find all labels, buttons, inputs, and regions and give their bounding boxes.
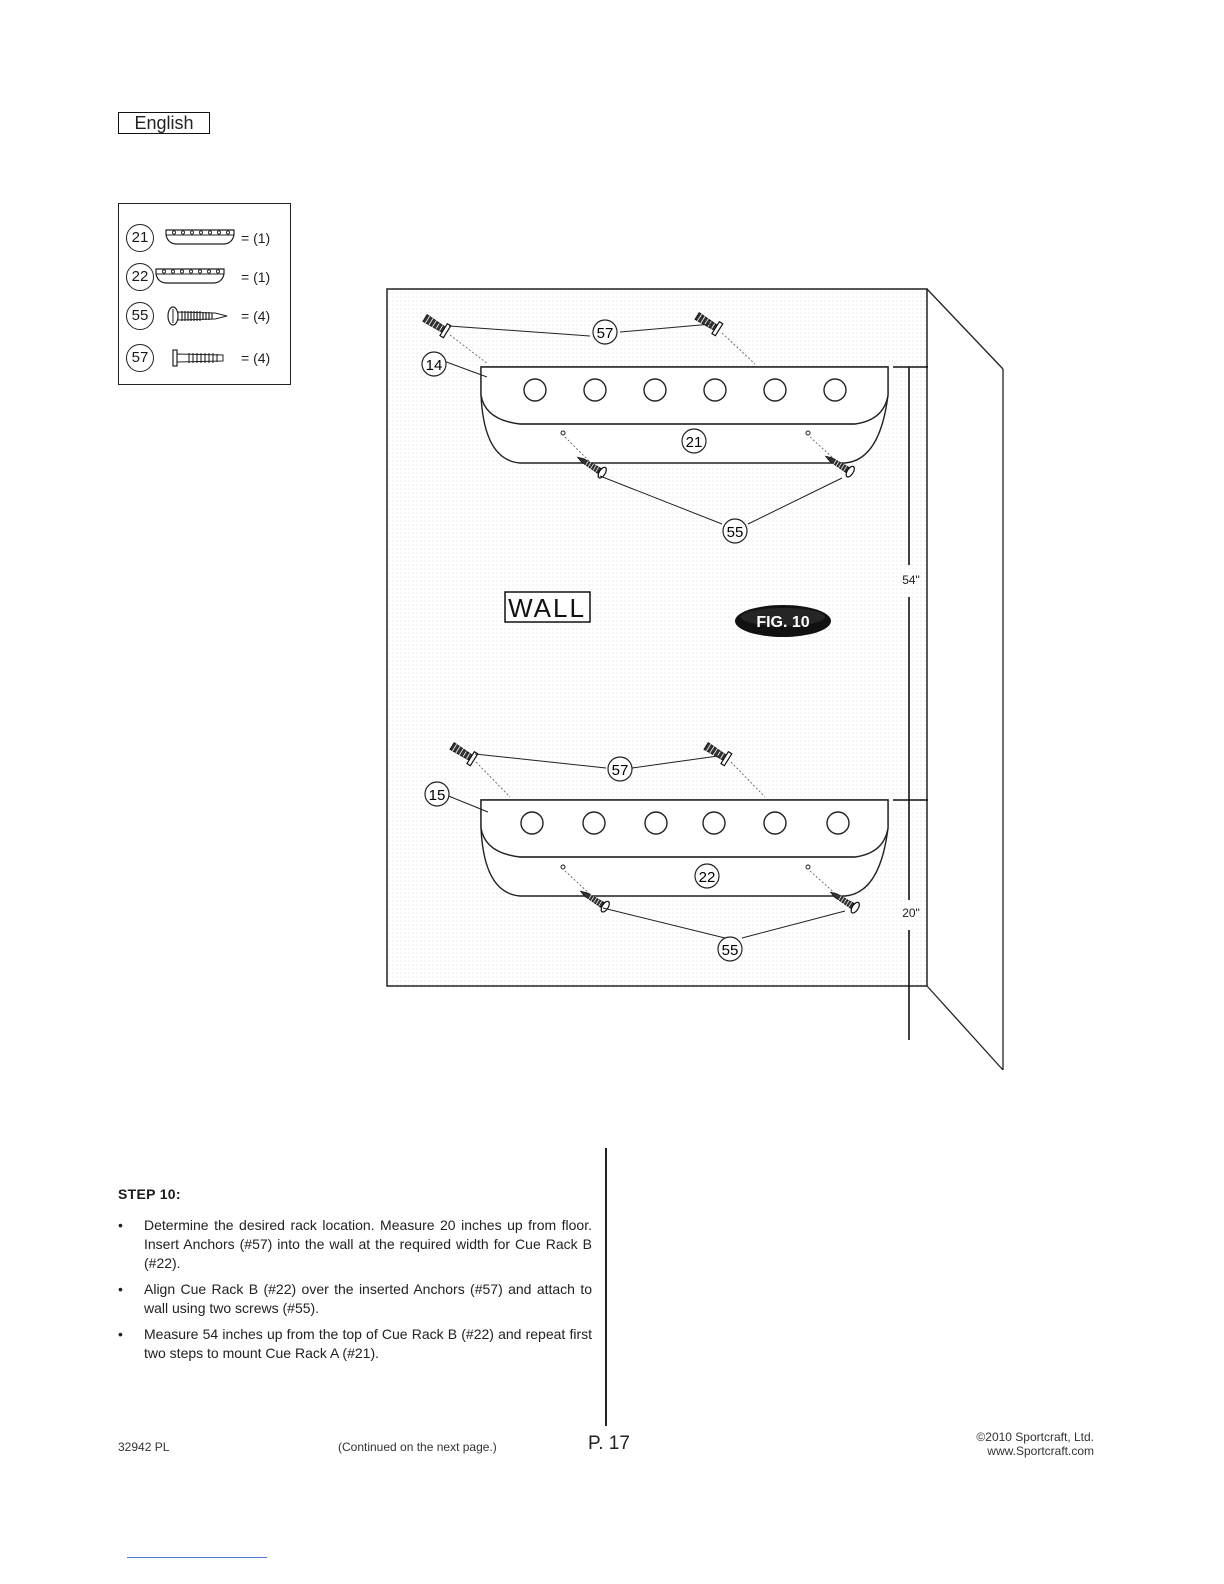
step-bullet: •Determine the desired rack location. Me… — [118, 1217, 592, 1271]
bottom-screws — [564, 870, 862, 939]
wall-corner-bottom — [926, 985, 1004, 1071]
callout-top-part: 21 — [681, 428, 707, 454]
part-quantity: = (4) — [241, 308, 271, 324]
part-number: 22 — [126, 263, 154, 291]
step-instructions: STEP 10: •Determine the desired rack loc… — [118, 1186, 592, 1370]
part-number: 57 — [126, 344, 154, 372]
copyright-text: ©2010 Sportcraft, Ltd. — [976, 1430, 1094, 1444]
svg-text:57: 57 — [597, 325, 614, 342]
callout-bottom-anchor: 57 — [607, 756, 633, 782]
part-row-21: 21 = (1) — [119, 220, 290, 256]
part-row-22: 22 = (1) — [119, 259, 290, 295]
column-divider — [605, 1148, 607, 1426]
svg-text:WALL: WALL — [508, 593, 586, 623]
footer-underline — [127, 1557, 267, 1558]
cue-rack-icon — [155, 268, 225, 284]
website-link[interactable]: www.Sportcraft.com — [987, 1444, 1094, 1458]
dimension-lines — [893, 366, 928, 1040]
callout-top-rack: 14 — [421, 351, 447, 377]
part-number: 21 — [126, 224, 154, 252]
svg-text:FIG. 10: FIG. 10 — [756, 614, 809, 631]
part-number: 55 — [126, 302, 154, 330]
bottom-cue-rack — [480, 799, 889, 897]
dimension-20: 20" — [902, 906, 920, 920]
callout-bottom-screw: 55 — [717, 936, 743, 962]
svg-text:55: 55 — [727, 524, 744, 541]
svg-text:21: 21 — [686, 434, 703, 451]
page-number: P. 17 — [588, 1433, 630, 1454]
part-row-57: 57 = (4) — [119, 340, 290, 376]
dimension-54: 54" — [902, 573, 920, 587]
continued-note: (Continued on the next page.) — [338, 1440, 497, 1454]
assembly-diagram: 57 14 21 55 WALL FIG. 10 — [386, 288, 1004, 1071]
wall-label: WALL — [504, 591, 591, 623]
svg-text:55: 55 — [722, 942, 739, 959]
callout-top-screw: 55 — [722, 518, 748, 544]
bottom-anchors — [447, 739, 766, 798]
step-title: STEP 10: — [118, 1186, 181, 1202]
copyright-block: ©2010 Sportcraft, Ltd. www.Sportcraft.co… — [976, 1430, 1094, 1458]
screw-icon — [167, 306, 228, 326]
top-anchors — [420, 309, 756, 365]
svg-text:15: 15 — [429, 787, 446, 804]
anchor-icon — [172, 349, 224, 367]
cue-rack-icon — [165, 229, 235, 245]
top-screws — [564, 436, 857, 525]
parts-list: 21 = (1) 22 = (1) 55 — [118, 203, 291, 385]
step-bullet-list: •Determine the desired rack location. Me… — [118, 1216, 592, 1363]
language-badge: English — [118, 112, 210, 134]
model-number: 32942 PL — [118, 1440, 170, 1454]
svg-text:22: 22 — [699, 869, 716, 886]
part-row-55: 55 = (4) — [119, 298, 290, 334]
fig-label: FIG. 10 — [735, 605, 831, 637]
part-quantity: = (4) — [241, 350, 271, 366]
callout-bottom-rack: 15 — [424, 781, 450, 807]
part-quantity: = (1) — [241, 269, 271, 285]
callout-top-anchor: 57 — [592, 319, 618, 345]
svg-text:14: 14 — [426, 357, 443, 374]
step-bullet: •Measure 54 inches up from the top of Cu… — [118, 1326, 592, 1361]
svg-text:57: 57 — [612, 762, 629, 779]
top-cue-rack — [480, 366, 889, 464]
wall-corner-top — [926, 288, 1004, 370]
callout-bottom-part: 22 — [694, 863, 720, 889]
step-bullet: •Align Cue Rack B (#22) over the inserte… — [118, 1281, 592, 1316]
part-quantity: = (1) — [241, 230, 271, 246]
